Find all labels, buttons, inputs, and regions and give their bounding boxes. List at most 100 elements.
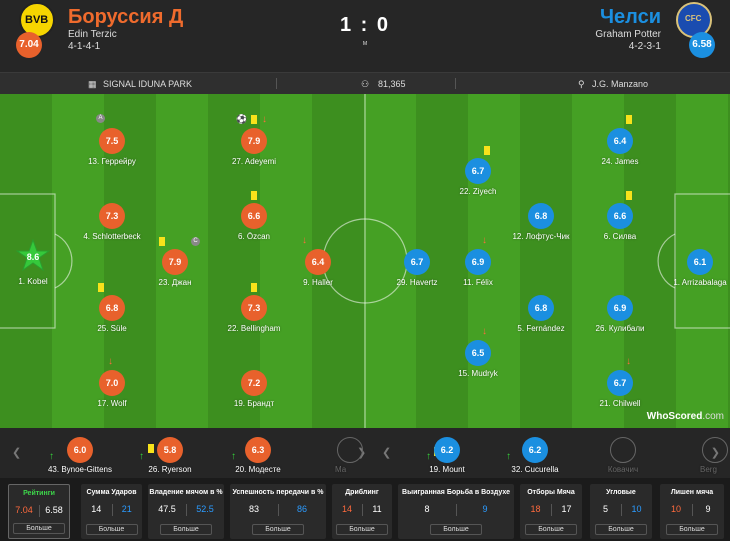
player-home[interactable]: 7.2 19. Брандт — [214, 370, 294, 408]
stat-away-value: 86 — [296, 504, 307, 514]
player-name: 12. Лофтус-Чик — [512, 232, 570, 241]
player-name: 29. Havertz — [396, 278, 438, 287]
away-team-name[interactable]: Челси — [599, 6, 661, 28]
player-away[interactable]: 6.9 26. Кулибали — [580, 295, 660, 333]
more-button[interactable]: Больше — [430, 524, 482, 535]
yellow-card-icon — [251, 283, 257, 292]
player-home[interactable]: ↓ 7.0 17. Wolf — [72, 356, 152, 408]
player-home[interactable]: 6.8 25. Süle — [72, 283, 152, 333]
substitute-player[interactable]: ↑ 6.2 32. Cucurella — [490, 437, 580, 474]
more-button[interactable]: Больше — [13, 523, 65, 534]
sub-off-arrow-icon: ↓ — [108, 356, 113, 367]
yellow-card-icon — [251, 115, 257, 124]
more-button[interactable]: Больше — [336, 524, 388, 535]
player-home[interactable]: 6.6 6. Özcan — [214, 191, 294, 241]
stat-away-value: 10 — [631, 504, 642, 514]
man-of-the-match-star-icon — [16, 239, 50, 272]
substitute-player[interactable]: ↑ 6.2 19. Mount — [402, 437, 492, 474]
more-button[interactable]: Больше — [252, 524, 304, 535]
divider — [278, 504, 279, 516]
stat-home-value: 14 — [91, 504, 102, 514]
player-name: 23. Джан — [158, 278, 192, 287]
player-name: 15. Mudryk — [458, 369, 498, 378]
player-rating: 6.9 — [607, 295, 633, 321]
player-rating: 7.9 — [162, 249, 188, 275]
stat-away-value: 9 — [482, 504, 488, 514]
substitute-player-partial[interactable]: Ма — [335, 437, 365, 474]
player-rating: 6.4 — [305, 249, 331, 275]
stat-away-value: 52.5 — [196, 504, 214, 514]
player-rating — [337, 437, 363, 463]
player-home[interactable]: ↓ 6.4 9. Haller — [278, 235, 358, 287]
player-home[interactable]: C 7.9 23. Джан — [135, 237, 215, 287]
more-button[interactable]: Больше — [666, 524, 718, 535]
whistle-icon: ⚲ — [578, 79, 585, 89]
divider — [621, 504, 622, 516]
home-team-name[interactable]: Боруссия Д — [68, 6, 184, 28]
match-info-bar: ▦ SIGNAL IDUNA PARK ⚇ 81,365 ⚲ J.G. Manz… — [0, 72, 730, 94]
sub-off-arrow-icon: ↓ — [482, 235, 487, 246]
player-name: 6. Силва — [603, 232, 637, 241]
more-button[interactable]: Больше — [595, 524, 647, 535]
sub-off-arrow-icon: ↓ — [302, 235, 307, 246]
divider — [362, 504, 363, 516]
substitute-player[interactable]: ↑ 6.0 43. Bynoe-Gittens — [35, 437, 125, 474]
more-button[interactable]: Больше — [525, 524, 577, 535]
player-home[interactable]: 7.3 22. Bellingham — [214, 283, 294, 333]
stat-home-value: 14 — [341, 504, 352, 514]
substitute-player[interactable]: Ковачич — [578, 437, 668, 474]
player-away[interactable]: ↓ 6.7 21. Chilwell — [580, 356, 660, 408]
player-away[interactable]: 6.4 24. James — [580, 115, 660, 166]
player-away[interactable]: 6.6 6. Силва — [580, 191, 660, 241]
substitute-player[interactable]: ↑ 6.3 20. Модесте — [213, 437, 303, 474]
yellow-card-icon — [159, 237, 165, 246]
prev-arrow-icon[interactable]: ❮ — [12, 447, 22, 459]
player-name: 1. Arrizabalaga — [673, 278, 727, 287]
player-name: 32. Cucurella — [511, 465, 559, 474]
stadium-icon: ▦ — [88, 79, 97, 89]
player-away[interactable]: 6.7 29. Havertz — [377, 249, 457, 287]
player-home[interactable]: A 7.5 13. Геррейру — [72, 114, 152, 166]
player-name: 25. Süle — [97, 324, 127, 333]
player-rating: 6.9 — [465, 249, 491, 275]
player-away-gk[interactable]: 6.1 1. Arrizabalaga — [660, 249, 730, 287]
stat-title: Успешность передачи в % — [232, 489, 324, 496]
player-rating: 6.7 — [404, 249, 430, 275]
player-home-gk[interactable]: 8.6 1. Kobel — [0, 239, 73, 286]
away-coach: Graham Potter — [595, 29, 661, 40]
player-away[interactable]: 6.7 22. Ziyech — [438, 146, 518, 196]
player-away[interactable]: ↓ 6.9 11. Félix — [438, 235, 518, 287]
stat-title: Отборы Мяча — [527, 489, 575, 496]
vice-captain-icon: A — [96, 114, 105, 123]
more-button[interactable]: Больше — [160, 524, 212, 535]
substitute-player-partial[interactable]: Berg — [700, 437, 730, 474]
player-rating: 7.3 — [99, 203, 125, 229]
player-home[interactable]: ⚽ ↓ 7.9 27. Adeyemi — [214, 114, 294, 166]
yellow-card-icon — [484, 146, 490, 155]
stat-title: Выигранная Борьба в Воздухе — [402, 489, 510, 496]
player-rating: 6.6 — [241, 203, 267, 229]
stat-home-value: 18 — [530, 504, 541, 514]
player-away[interactable]: ↓ 6.5 15. Mudryk — [438, 326, 518, 378]
sub-off-arrow-icon: ↓ — [262, 114, 267, 125]
substitute-player[interactable]: ↑ 5.8 26. Ryerson — [125, 437, 215, 474]
player-away[interactable]: 6.8 12. Лофтус-Чик — [501, 203, 581, 241]
player-rating: 6.2 — [522, 437, 548, 463]
player-away[interactable]: 6.8 5. Fernández — [501, 295, 581, 333]
player-rating: 7.5 — [99, 128, 125, 154]
more-button[interactable]: Больше — [85, 524, 138, 535]
player-name: 1. Kobel — [18, 277, 48, 286]
prev-arrow-icon[interactable]: ❮ — [382, 447, 392, 459]
stat-away-value: 11 — [372, 504, 382, 514]
player-home[interactable]: 7.3 4. Schlotterbeck — [72, 203, 152, 241]
stat-away-value: 9 — [705, 504, 711, 514]
